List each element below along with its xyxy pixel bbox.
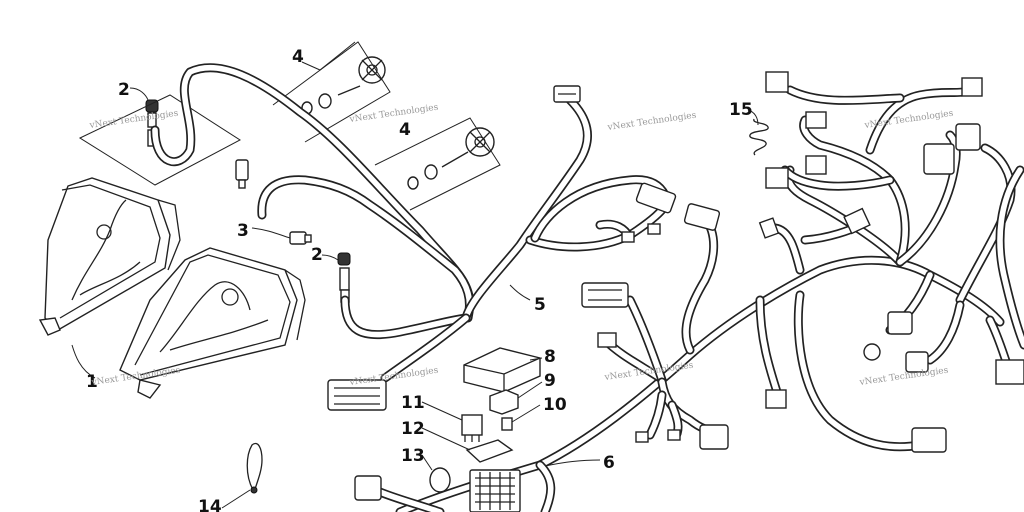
bracket-knob-upper — [272, 41, 391, 143]
watermark: vNext Technologies — [606, 111, 697, 134]
fuse — [501, 417, 513, 431]
callout-2-upper: 2 — [118, 80, 130, 100]
headlight-harness — [150, 63, 677, 411]
headlight-right — [119, 247, 306, 399]
bulb-lower — [289, 231, 312, 245]
callout-6: 6 — [603, 453, 615, 473]
watermark: vNext Technologies — [863, 109, 954, 132]
bulb-upper — [235, 159, 249, 189]
callout-10: 10 — [543, 395, 567, 415]
relay-cover — [463, 347, 541, 393]
callout-5: 5 — [534, 295, 546, 315]
callout-13: 13 — [401, 446, 425, 466]
callout-labels: 1 2 2 3 4 4 5 6 8 9 10 11 12 13 14 15 — [86, 47, 753, 512]
callout-9: 9 — [544, 371, 556, 391]
relay-small — [461, 414, 483, 442]
relay — [489, 389, 519, 415]
callout-2-lower: 2 — [311, 245, 323, 265]
callout-8: 8 — [544, 347, 556, 367]
clip-ring — [429, 467, 451, 493]
callout-4-upper: 4 — [292, 47, 304, 67]
watermark: vNext Technologies — [858, 366, 949, 389]
callout-11: 11 — [401, 393, 425, 413]
watermark: vNext Technologies — [603, 361, 694, 384]
bracket-knob-lower — [374, 117, 501, 211]
callout-12: 12 — [401, 419, 425, 439]
bracket-socket-upper — [78, 94, 241, 186]
bulb-socket-lower — [337, 252, 351, 303]
fuse-block — [465, 439, 514, 463]
harness-connectors — [354, 71, 1024, 512]
watermark: vNext Technologies — [348, 103, 439, 126]
callout-1: 1 — [86, 372, 98, 392]
adjuster-knob-upper — [301, 56, 386, 115]
callout-3: 3 — [237, 221, 249, 241]
cable-tie — [246, 442, 263, 494]
headlight-left — [38, 177, 181, 336]
callout-15: 15 — [729, 100, 753, 120]
adjuster-knob-lower — [407, 127, 495, 190]
leader-lines — [71, 41, 759, 509]
callout-4-lower: 4 — [399, 120, 411, 140]
coil-spring — [749, 118, 769, 156]
callout-14: 14 — [198, 497, 222, 512]
